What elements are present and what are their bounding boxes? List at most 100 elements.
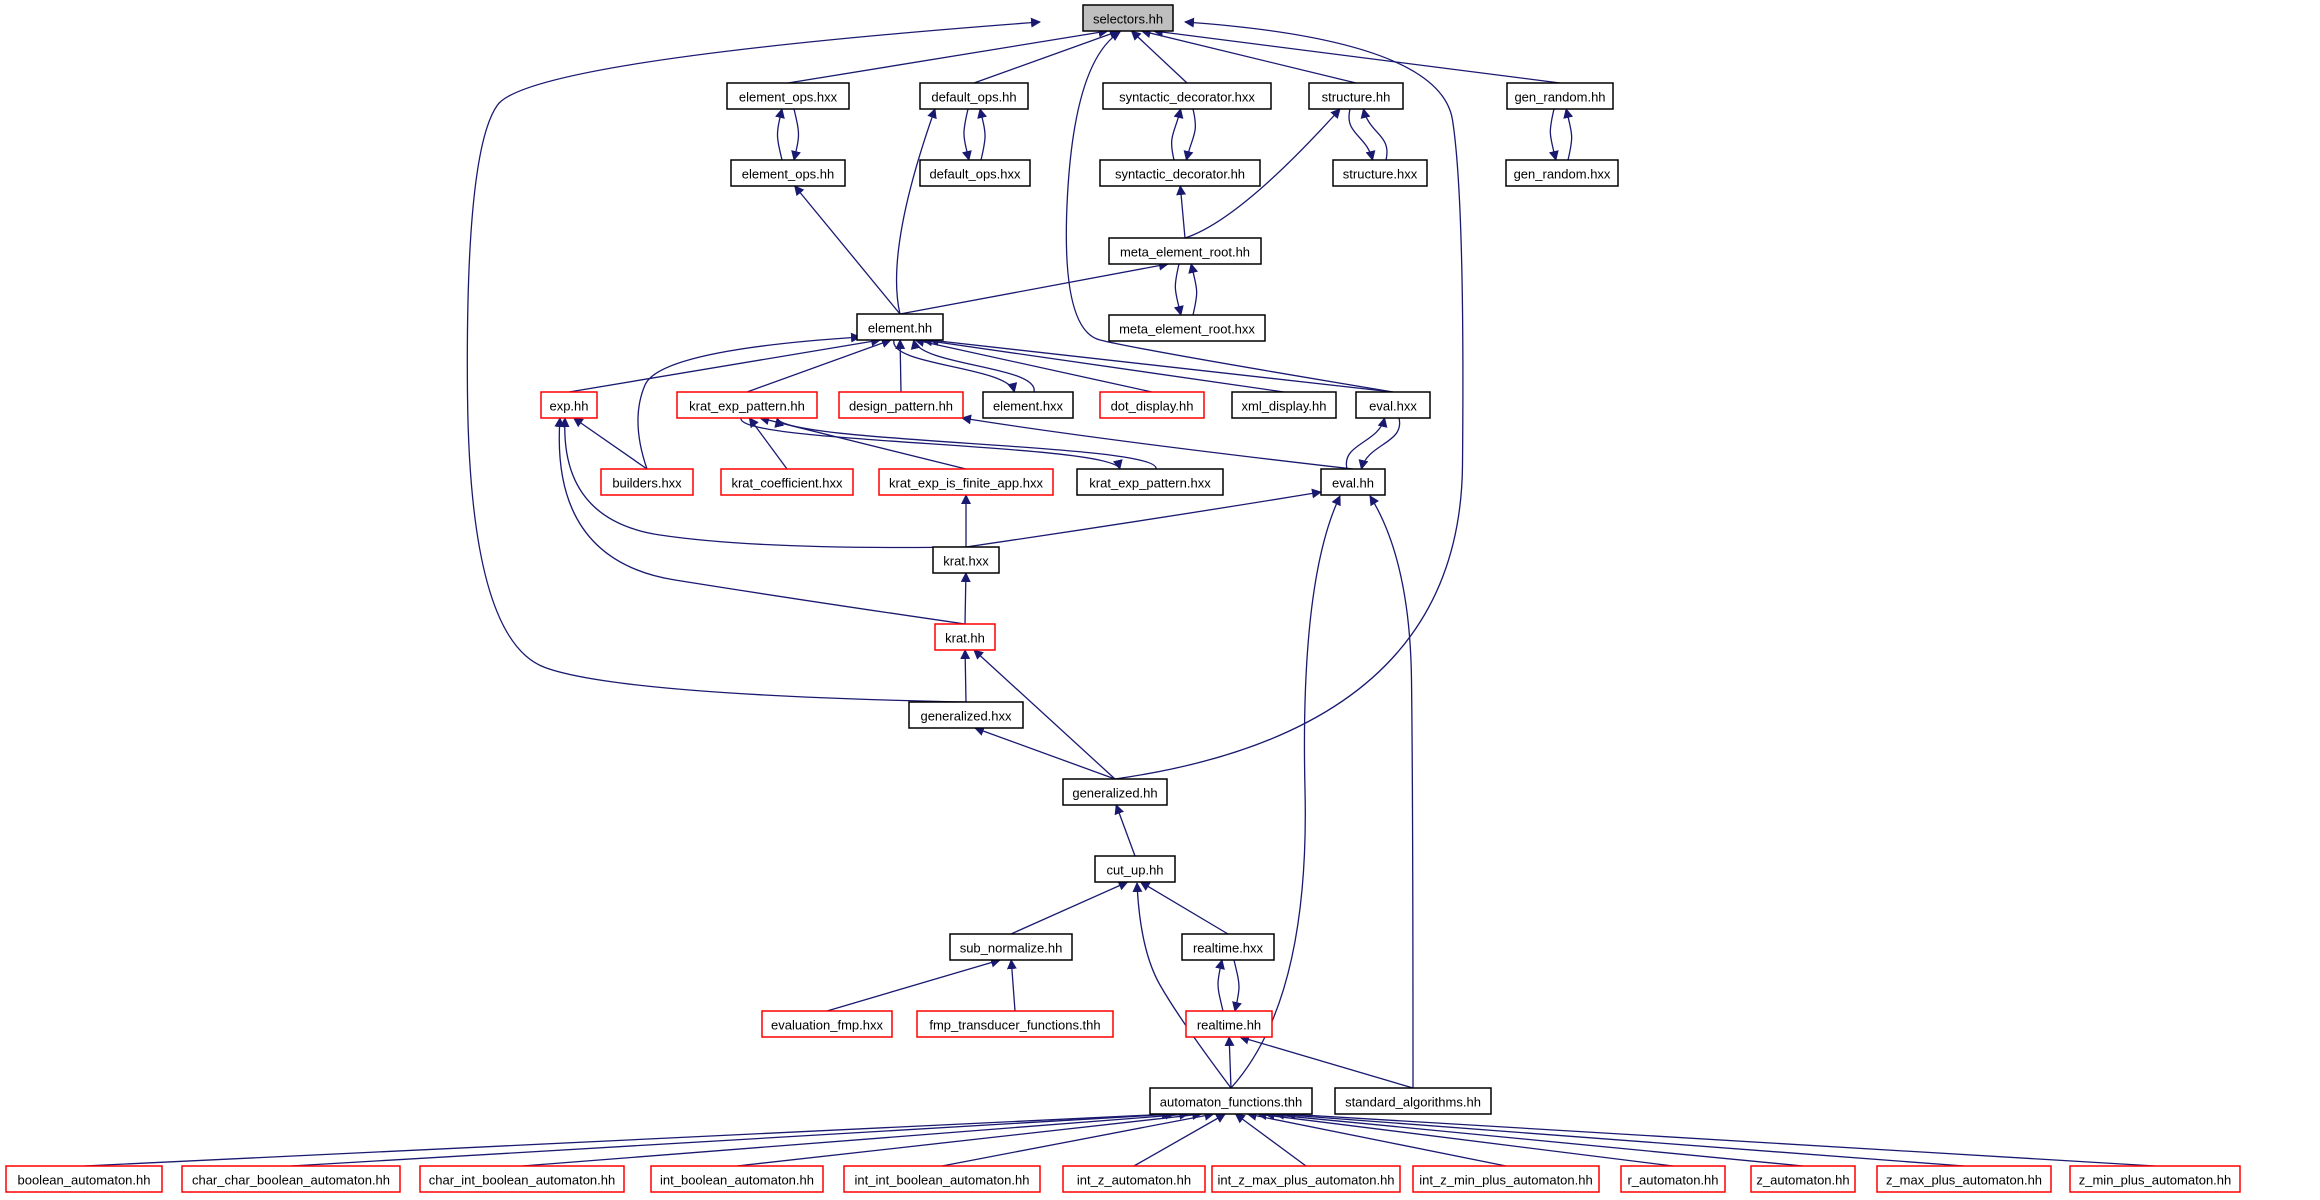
node-label: element.hxx xyxy=(993,399,1064,414)
node-realtime-hh[interactable]: realtime.hh xyxy=(1185,1010,1273,1038)
edge-krat_exp_pattern_hh-to-element_hh xyxy=(746,338,892,393)
node-element-ops-hxx[interactable]: element_ops.hxx xyxy=(726,82,850,110)
edge-krat_hxx-to-eval_hh xyxy=(965,488,1322,548)
node-box xyxy=(919,82,1029,110)
node-element-hxx[interactable]: element.hxx xyxy=(982,391,1074,419)
node-krat-exp-is-finite-app-hxx[interactable]: krat_exp_is_finite_app.hxx xyxy=(878,468,1054,496)
node-gen-random-hxx[interactable]: gen_random.hxx xyxy=(1505,159,1619,187)
node-int-int-boolean-automaton-hh[interactable]: int_int_boolean_automaton.hh xyxy=(843,1165,1041,1193)
edge-line xyxy=(775,108,785,161)
edge-generalized_hh-to-generalized_hxx xyxy=(974,726,1116,780)
node-generalized-hxx[interactable]: generalized.hxx xyxy=(908,701,1024,729)
node-xml-display-hh[interactable]: xml_display.hh xyxy=(1231,391,1337,419)
node-box xyxy=(908,701,1024,729)
node-syntactic-decorator-hh[interactable]: syntactic_decorator.hh xyxy=(1099,159,1261,187)
node-box xyxy=(540,391,598,419)
node-box xyxy=(726,82,850,110)
node-label: xml_display.hh xyxy=(1241,399,1326,414)
node-fmp-transducer-functions-thh[interactable]: fmp_transducer_functions.thh xyxy=(916,1010,1114,1038)
node-krat-exp-pattern-hh[interactable]: krat_exp_pattern.hh xyxy=(676,391,818,419)
node-box xyxy=(919,159,1031,187)
node-z-automaton-hh[interactable]: z_automaton.hh xyxy=(1750,1165,1856,1193)
node-structure-hh[interactable]: structure.hh xyxy=(1308,82,1404,110)
node-exp-hh[interactable]: exp.hh xyxy=(540,391,598,419)
node-gen-random-hh[interactable]: gen_random.hh xyxy=(1506,82,1614,110)
node-selectors-hh[interactable]: selectors.hh xyxy=(1082,4,1174,32)
node-z-min-plus-automaton-hh[interactable]: z_min_plus_automaton.hh xyxy=(2069,1165,2241,1193)
node-design-pattern-hh[interactable]: design_pattern.hh xyxy=(838,391,964,419)
edge-z_min_plus_automaton_hh-to-automaton_functions_thh xyxy=(1285,1109,2156,1167)
node-label: krat_exp_is_finite_app.hxx xyxy=(889,476,1043,491)
node-label: gen_random.hh xyxy=(1514,90,1605,105)
node-box xyxy=(1185,1010,1273,1038)
node-box xyxy=(1211,1165,1401,1193)
node-generalized-hh[interactable]: generalized.hh xyxy=(1062,778,1168,806)
edge-meta_element_root_hh-to-syntactic_decorator_hh xyxy=(1176,185,1187,239)
node-krat-hxx[interactable]: krat.hxx xyxy=(932,546,1000,574)
node-box xyxy=(1506,82,1614,110)
node-element-hh[interactable]: element.hh xyxy=(856,313,944,341)
node-eval-hh[interactable]: eval.hh xyxy=(1320,468,1386,496)
node-char-int-boolean-automaton-hh[interactable]: char_int_boolean_automaton.hh xyxy=(419,1165,625,1193)
node-label: eval.hxx xyxy=(1369,399,1417,414)
node-z-max-plus-automaton-hh[interactable]: z_max_plus_automaton.hh xyxy=(1876,1165,2052,1193)
node-label: element_ops.hh xyxy=(742,167,835,182)
edge-line xyxy=(1273,1109,1965,1167)
node-krat-coefficient-hxx[interactable]: krat_coefficient.hxx xyxy=(720,468,854,496)
node-int-z-min-plus-automaton-hh[interactable]: int_z_min_plus_automaton.hh xyxy=(1412,1165,1600,1193)
node-standard-algorithms-hh[interactable]: standard_algorithms.hh xyxy=(1334,1087,1492,1115)
node-box xyxy=(761,1010,893,1038)
nodes-layer: selectors.hh element_ops.hxx default_ops.h… xyxy=(5,4,2241,1193)
node-sub-normalize-hh[interactable]: sub_normalize.hh xyxy=(949,933,1073,961)
node-label: syntactic_decorator.hh xyxy=(1115,167,1245,182)
node-element-ops-hh[interactable]: element_ops.hh xyxy=(730,159,846,187)
node-builders-hxx[interactable]: builders.hxx xyxy=(600,468,694,496)
edge-generalized_hh-to-selectors_hh xyxy=(1114,17,1464,780)
node-int-z-max-plus-automaton-hh[interactable]: int_z_max_plus_automaton.hh xyxy=(1211,1165,1401,1193)
node-box xyxy=(1099,159,1261,187)
node-label: r_automaton.hh xyxy=(1627,1173,1718,1188)
node-label: meta_element_root.hxx xyxy=(1119,322,1255,337)
node-eval-hxx[interactable]: eval.hxx xyxy=(1355,391,1431,419)
node-label: boolean_automaton.hh xyxy=(17,1173,150,1188)
node-boolean-automaton-hh[interactable]: boolean_automaton.hh xyxy=(5,1165,163,1193)
node-default-ops-hh[interactable]: default_ops.hh xyxy=(919,82,1029,110)
node-automaton-functions-thh[interactable]: automaton_functions.thh xyxy=(1149,1087,1313,1115)
edge-krat_exp_pattern_hxx-to-krat_exp_pattern_hh xyxy=(774,417,1157,470)
edge-line xyxy=(895,108,937,315)
node-box xyxy=(1094,855,1176,883)
node-evaluation-fmp-hxx[interactable]: evaluation_fmp.hxx xyxy=(761,1010,893,1038)
node-box xyxy=(1332,159,1428,187)
node-meta-element-root-hxx[interactable]: meta_element_root.hxx xyxy=(1108,314,1266,342)
node-structure-hxx[interactable]: structure.hxx xyxy=(1332,159,1428,187)
edge-meta_element_root_hh-to-structure_hh xyxy=(1184,108,1341,239)
edge-exp_hh-to-element_hh xyxy=(568,336,882,393)
node-default-ops-hxx[interactable]: default_ops.hxx xyxy=(919,159,1031,187)
node-r-automaton-hh[interactable]: r_automaton.hh xyxy=(1620,1165,1726,1193)
node-cut-up-hh[interactable]: cut_up.hh xyxy=(1094,855,1176,883)
node-krat-hh[interactable]: krat.hh xyxy=(934,623,996,651)
edge-default_ops_hh-to-selectors_hh xyxy=(973,29,1120,84)
node-meta-element-root-hh[interactable]: meta_element_root.hh xyxy=(1108,237,1262,265)
node-box xyxy=(878,468,1054,496)
edge-z_max_plus_automaton_hh-to-automaton_functions_thh xyxy=(1273,1109,1965,1167)
edge-line xyxy=(736,1110,1203,1167)
node-box xyxy=(1062,778,1168,806)
edge-krat_hh-to-krat_hxx xyxy=(960,572,971,625)
edge-line xyxy=(1345,417,1388,470)
node-syntactic-decorator-hxx[interactable]: syntactic_decorator.hxx xyxy=(1102,82,1272,110)
node-int-z-automaton-hh[interactable]: int_z_automaton.hh xyxy=(1062,1165,1206,1193)
node-realtime-hxx[interactable]: realtime.hxx xyxy=(1181,933,1275,961)
node-label: evaluation_fmp.hxx xyxy=(771,1018,884,1033)
edge-line xyxy=(1152,27,1561,84)
edge-line xyxy=(1173,263,1184,316)
node-box xyxy=(600,468,694,496)
node-char-char-boolean-automaton-hh[interactable]: char_char_boolean_automaton.hh xyxy=(181,1165,401,1193)
node-label: automaton_functions.thh xyxy=(1160,1095,1302,1110)
node-krat-exp-pattern-hxx[interactable]: krat_exp_pattern.hxx xyxy=(1076,468,1224,496)
node-dot-display-hh[interactable]: dot_display.hh xyxy=(1099,391,1205,419)
edge-int_int_boolean_automaton_hh-to-automaton_functions_thh xyxy=(941,1110,1215,1167)
edge-line xyxy=(637,332,861,470)
node-int-boolean-automaton-hh[interactable]: int_boolean_automaton.hh xyxy=(650,1165,824,1193)
